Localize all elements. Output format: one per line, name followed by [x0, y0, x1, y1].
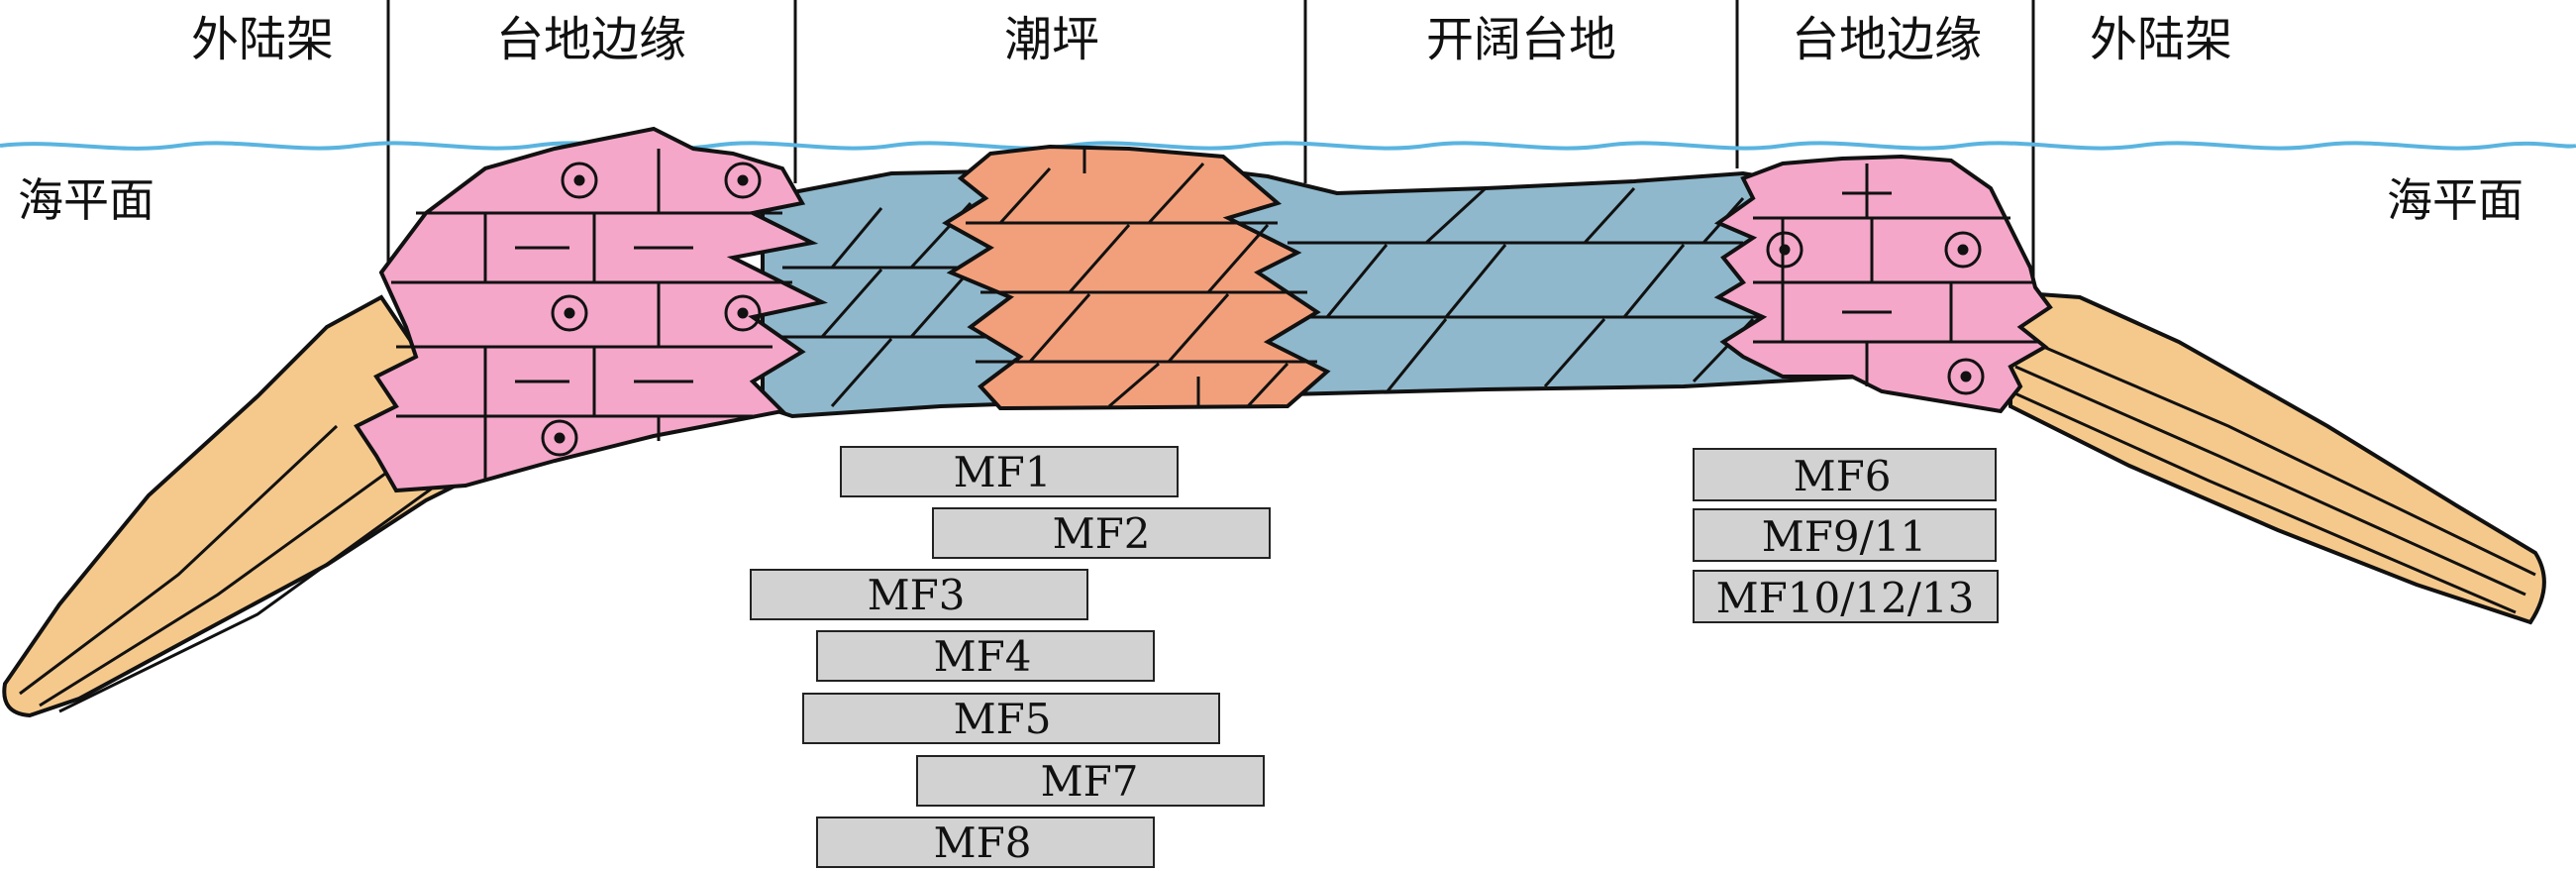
microfacies-label-mf4: MF4 [816, 630, 1155, 682]
outer-shelf-slope-right [2009, 289, 2546, 625]
zone-label-open-platform: 开阔台地 [1426, 12, 1616, 67]
sea-level-label-left: 海平面 [18, 173, 155, 227]
microfacies-label-mf9-11: MF9/11 [1693, 508, 1997, 562]
sea-level-label-right: 海平面 [2387, 173, 2524, 227]
zone-label-platform-margin-left: 台地边缘 [496, 12, 686, 67]
microfacies-text: MF6 [1794, 452, 1892, 500]
microfacies-label-mf10-12-13: MF10/12/13 [1693, 570, 1999, 623]
microfacies-right-group: MF6 MF9/11 MF10/12/13 [1693, 448, 1999, 623]
microfacies-text: MF1 [954, 448, 1052, 496]
microfacies-text: MF3 [868, 571, 966, 619]
microfacies-text: MF10/12/13 [1716, 574, 1975, 622]
zone-dividers [386, 0, 2035, 279]
tidal-flat-body [942, 144, 1331, 411]
zone-label-platform-margin-right: 台地边缘 [1792, 12, 1982, 67]
microfacies-label-mf3: MF3 [750, 569, 1088, 620]
platform-margin-left-body [354, 126, 828, 493]
microfacies-label-mf6: MF6 [1693, 448, 1997, 501]
platform-margin-right-body [1713, 154, 2053, 414]
microfacies-label-mf2: MF2 [932, 507, 1271, 559]
microfacies-label-mf5: MF5 [802, 693, 1220, 744]
microfacies-text: MF8 [934, 818, 1032, 867]
microfacies-label-mf7: MF7 [916, 755, 1265, 807]
microfacies-label-mf8: MF8 [816, 817, 1155, 868]
microfacies-text: MF7 [1041, 757, 1139, 806]
microfacies-text: MF2 [1053, 509, 1151, 558]
microfacies-text: MF9/11 [1762, 512, 1926, 561]
sea-level-line [0, 141, 2576, 151]
zone-label-outer-shelf-right: 外陆架 [2090, 12, 2232, 67]
microfacies-text: MF4 [934, 632, 1032, 681]
zone-label-outer-shelf-left: 外陆架 [191, 12, 334, 67]
outer-shelf-slope-left [2, 294, 498, 718]
microfacies-label-mf1: MF1 [840, 446, 1179, 497]
microfacies-text: MF5 [954, 695, 1052, 743]
zone-label-tidal-flat: 潮坪 [1004, 12, 1099, 67]
microfacies-left-group: MF1 MF2 MF3 MF4 MF5 MF7 MF8 [750, 446, 1271, 868]
